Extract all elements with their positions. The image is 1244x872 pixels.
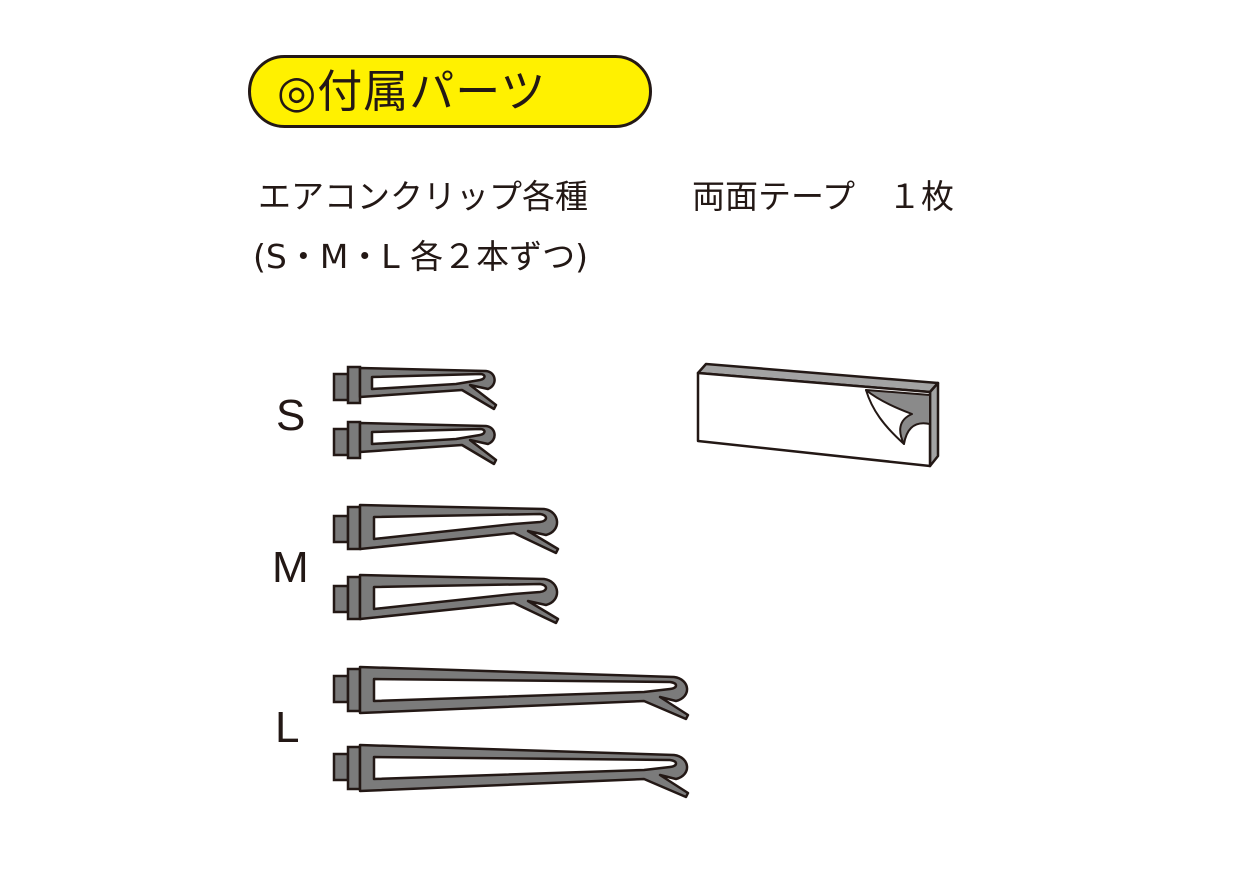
page-title: ◎付属パーツ xyxy=(277,65,547,118)
size-label-m: M xyxy=(272,543,309,592)
clip-s-1 xyxy=(332,365,498,411)
size-label-l: L xyxy=(275,703,300,752)
clip-l-1 xyxy=(332,665,690,721)
tape-description: 両面テープ １枚 xyxy=(692,177,955,216)
clip-quantity-note: (S・M・L 各２本ずつ) xyxy=(253,237,589,276)
double-sided-tape xyxy=(696,362,940,468)
clip-l-2 xyxy=(332,743,690,799)
clip-s-2 xyxy=(332,420,498,466)
title-badge: ◎付属パーツ xyxy=(248,55,652,128)
clip-description: エアコンクリップ各種 xyxy=(258,177,588,216)
size-label-s: S xyxy=(276,391,306,440)
clip-m-1 xyxy=(332,503,560,555)
clip-m-2 xyxy=(332,573,560,625)
